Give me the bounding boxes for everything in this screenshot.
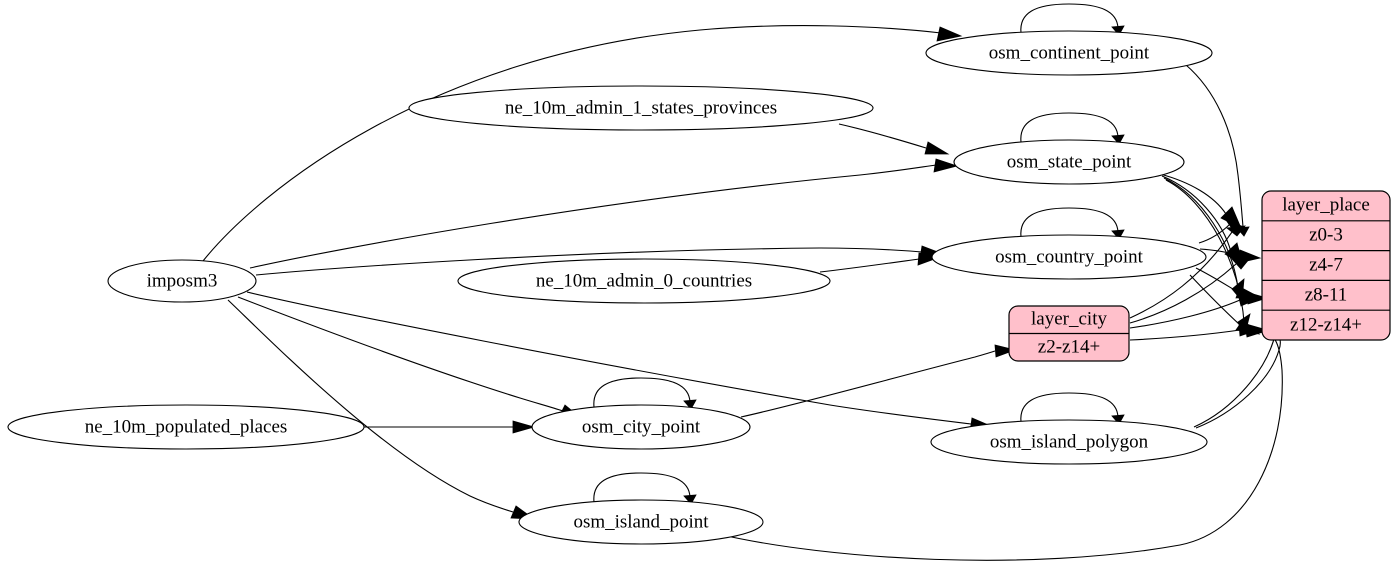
node-layer-city[interactable]: layer_city z2-z14+ [1008, 305, 1130, 362]
edge-imposm3-to-osm-island-point [227, 299, 514, 513]
node-layer-place-body[interactable] [1261, 190, 1391, 341]
edge-ne-admin1-to-osm-state-point [838, 123, 927, 149]
node-osm-island-point[interactable]: osm_island_point [518, 499, 764, 545]
arrowhead-layer-city-layer-place-z0-3 [1225, 225, 1246, 237]
selfloop-osm-country-point [1020, 207, 1119, 238]
node-osm-continent-point[interactable]: osm_continent_point [925, 30, 1213, 76]
edge-layer-city-to-layer-place-z4-7 [1129, 263, 1237, 324]
edge-osm-island-polygon-to-layer-place-z12-z14 [1195, 329, 1281, 429]
selfloop-osm-island-point [593, 472, 691, 503]
edge-osm-country-point-to-layer-place-z4-7 [1199, 248, 1241, 257]
node-osm-city-point[interactable]: osm_city_point [531, 404, 751, 450]
node-layer-place-row-z0-3[interactable]: z0-3 [1309, 224, 1343, 245]
arrowhead-selfloop-osm-city-point [683, 399, 697, 410]
edge-imposm3-to-osm-country-point [255, 247, 923, 276]
node-layer-place-row-z4-7[interactable]: z4-7 [1309, 254, 1343, 275]
node-osm-city-point-shape[interactable] [531, 404, 751, 450]
record-layer: layer_city z2-z14+ layer_place z0-3 z4-7… [1008, 190, 1391, 362]
node-osm-state-point[interactable]: osm_state_point [953, 139, 1185, 185]
arrowhead-selfloop-osm-state-point [1111, 134, 1125, 145]
arrowhead-selfloop-osm-island-point [683, 494, 697, 505]
node-imposm3-shape[interactable] [107, 259, 257, 303]
edge-imposm3-to-osm-city-point [237, 296, 564, 412]
selfloop-osm-island-polygon [1020, 392, 1119, 423]
edge-osm-state-point-to-layer-place-z8-11 [1163, 177, 1239, 289]
node-imposm3-label: imposm3 [147, 270, 218, 291]
edge-osm-island-point-to-layer-place-z12-z14 [717, 330, 1283, 561]
arrowhead-selfloop-osm-island-polygon [1111, 414, 1125, 425]
arrowhead-ne-populated-places-osm-city-point [512, 420, 536, 434]
arrowhead-ne-admin1-osm-state-point [924, 141, 950, 155]
edge-osm-country-point-to-layer-place-z0-3 [1198, 223, 1231, 244]
arrowhead-osm-island-polygon-layer-place-z8-11 [1245, 291, 1269, 305]
node-ne-10m-admin-0-countries[interactable]: ne_10m_admin_0_countries [457, 258, 831, 304]
node-osm-country-point[interactable]: osm_country_point [931, 234, 1207, 280]
edge-layer-city-to-layer-place-z8-11 [1129, 299, 1241, 329]
node-imposm3[interactable]: imposm3 [107, 259, 257, 303]
edge-osm-continent-point-to-layer-place-z0-3 [1185, 64, 1244, 228]
selfloop-osm-state-point [1020, 112, 1119, 143]
node-osm-country-point-shape[interactable] [931, 234, 1207, 280]
node-ne-10m-populated-places-shape[interactable] [7, 404, 365, 450]
node-osm-island-polygon-label: osm_island_polygon [990, 431, 1149, 452]
node-osm-continent-point-label: osm_continent_point [989, 42, 1150, 63]
node-layer-city-row-z2-z14[interactable]: z2-z14+ [1038, 336, 1100, 357]
arrowhead-layer-city-layer-place-z4-7 [1231, 257, 1251, 270]
edge-osm-country-point-to-layer-place-z12-z14 [1189, 274, 1241, 326]
node-osm-island-polygon[interactable]: osm_island_polygon [930, 419, 1208, 465]
node-osm-state-point-label: osm_state_point [1007, 151, 1132, 172]
edge-imposm3-to-osm-island-polygon [246, 291, 972, 425]
node-ne-10m-admin-1-states-provinces-shape[interactable] [408, 85, 874, 131]
node-ne-10m-admin-0-countries-shape[interactable] [457, 258, 831, 304]
node-layer-city-title: layer_city [1031, 308, 1107, 329]
node-ne-10m-admin-1-states-provinces-label: ne_10m_admin_1_states_provinces [505, 97, 777, 118]
edge-osm-state-point-to-layer-place-z4-7 [1161, 175, 1232, 253]
node-ne-10m-admin-1-states-provinces[interactable]: ne_10m_admin_1_states_provinces [408, 85, 874, 131]
edge-osm-state-point-to-layer-place-z0-3 [1159, 173, 1227, 215]
arrowhead-osm-island-point-layer-place-z12-z14 [1244, 324, 1268, 338]
arrowhead-osm-city-point-layer-city [994, 344, 1017, 358]
node-layer-place-row-z8-11[interactable]: z8-11 [1305, 284, 1348, 305]
node-osm-island-polygon-shape[interactable] [930, 419, 1208, 465]
edge-osm-city-point-to-layer-city [740, 350, 996, 418]
arrowhead-imposm3-osm-state-point [933, 158, 959, 173]
node-osm-continent-point-shape[interactable] [925, 30, 1213, 76]
edge-imposm3-to-osm-continent-point [202, 25, 942, 262]
node-osm-city-point-label: osm_city_point [582, 416, 701, 437]
arrowhead-imposm3-osm-continent-point [936, 26, 963, 42]
node-ne-10m-populated-places[interactable]: ne_10m_populated_places [7, 404, 365, 450]
edge-ne-admin0-to-osm-country-point [819, 258, 920, 273]
edge-layer-city-to-layer-place-z0-3 [1129, 231, 1233, 319]
edge-imposm3-to-osm-state-point [249, 164, 937, 269]
node-layer-place-title: layer_place [1282, 194, 1370, 215]
node-ne-10m-admin-0-countries-label: ne_10m_admin_0_countries [536, 270, 752, 291]
node-ne-10m-populated-places-label: ne_10m_populated_places [85, 416, 288, 437]
arrowhead-selfloop-osm-continent-point [1111, 25, 1125, 36]
arrowhead-selfloop-osm-country-point [1111, 229, 1125, 240]
node-osm-island-point-shape[interactable] [518, 499, 764, 545]
node-layer: imposm3 ne_10m_populated_places ne_10m_a… [7, 30, 1213, 545]
node-osm-country-point-label: osm_country_point [995, 246, 1143, 267]
node-osm-state-point-shape[interactable] [953, 139, 1185, 185]
selfloop-osm-city-point [593, 377, 691, 408]
node-layer-place[interactable]: layer_place z0-3 z4-7 z8-11 z12-z14+ [1261, 190, 1391, 341]
node-osm-island-point-label: osm_island_point [573, 511, 709, 532]
selfloop-osm-continent-point [1020, 3, 1119, 34]
node-layer-place-row-z12-z14[interactable]: z12-z14+ [1290, 314, 1362, 335]
edge-layer-city-to-layer-place-z12-z14 [1129, 329, 1241, 341]
